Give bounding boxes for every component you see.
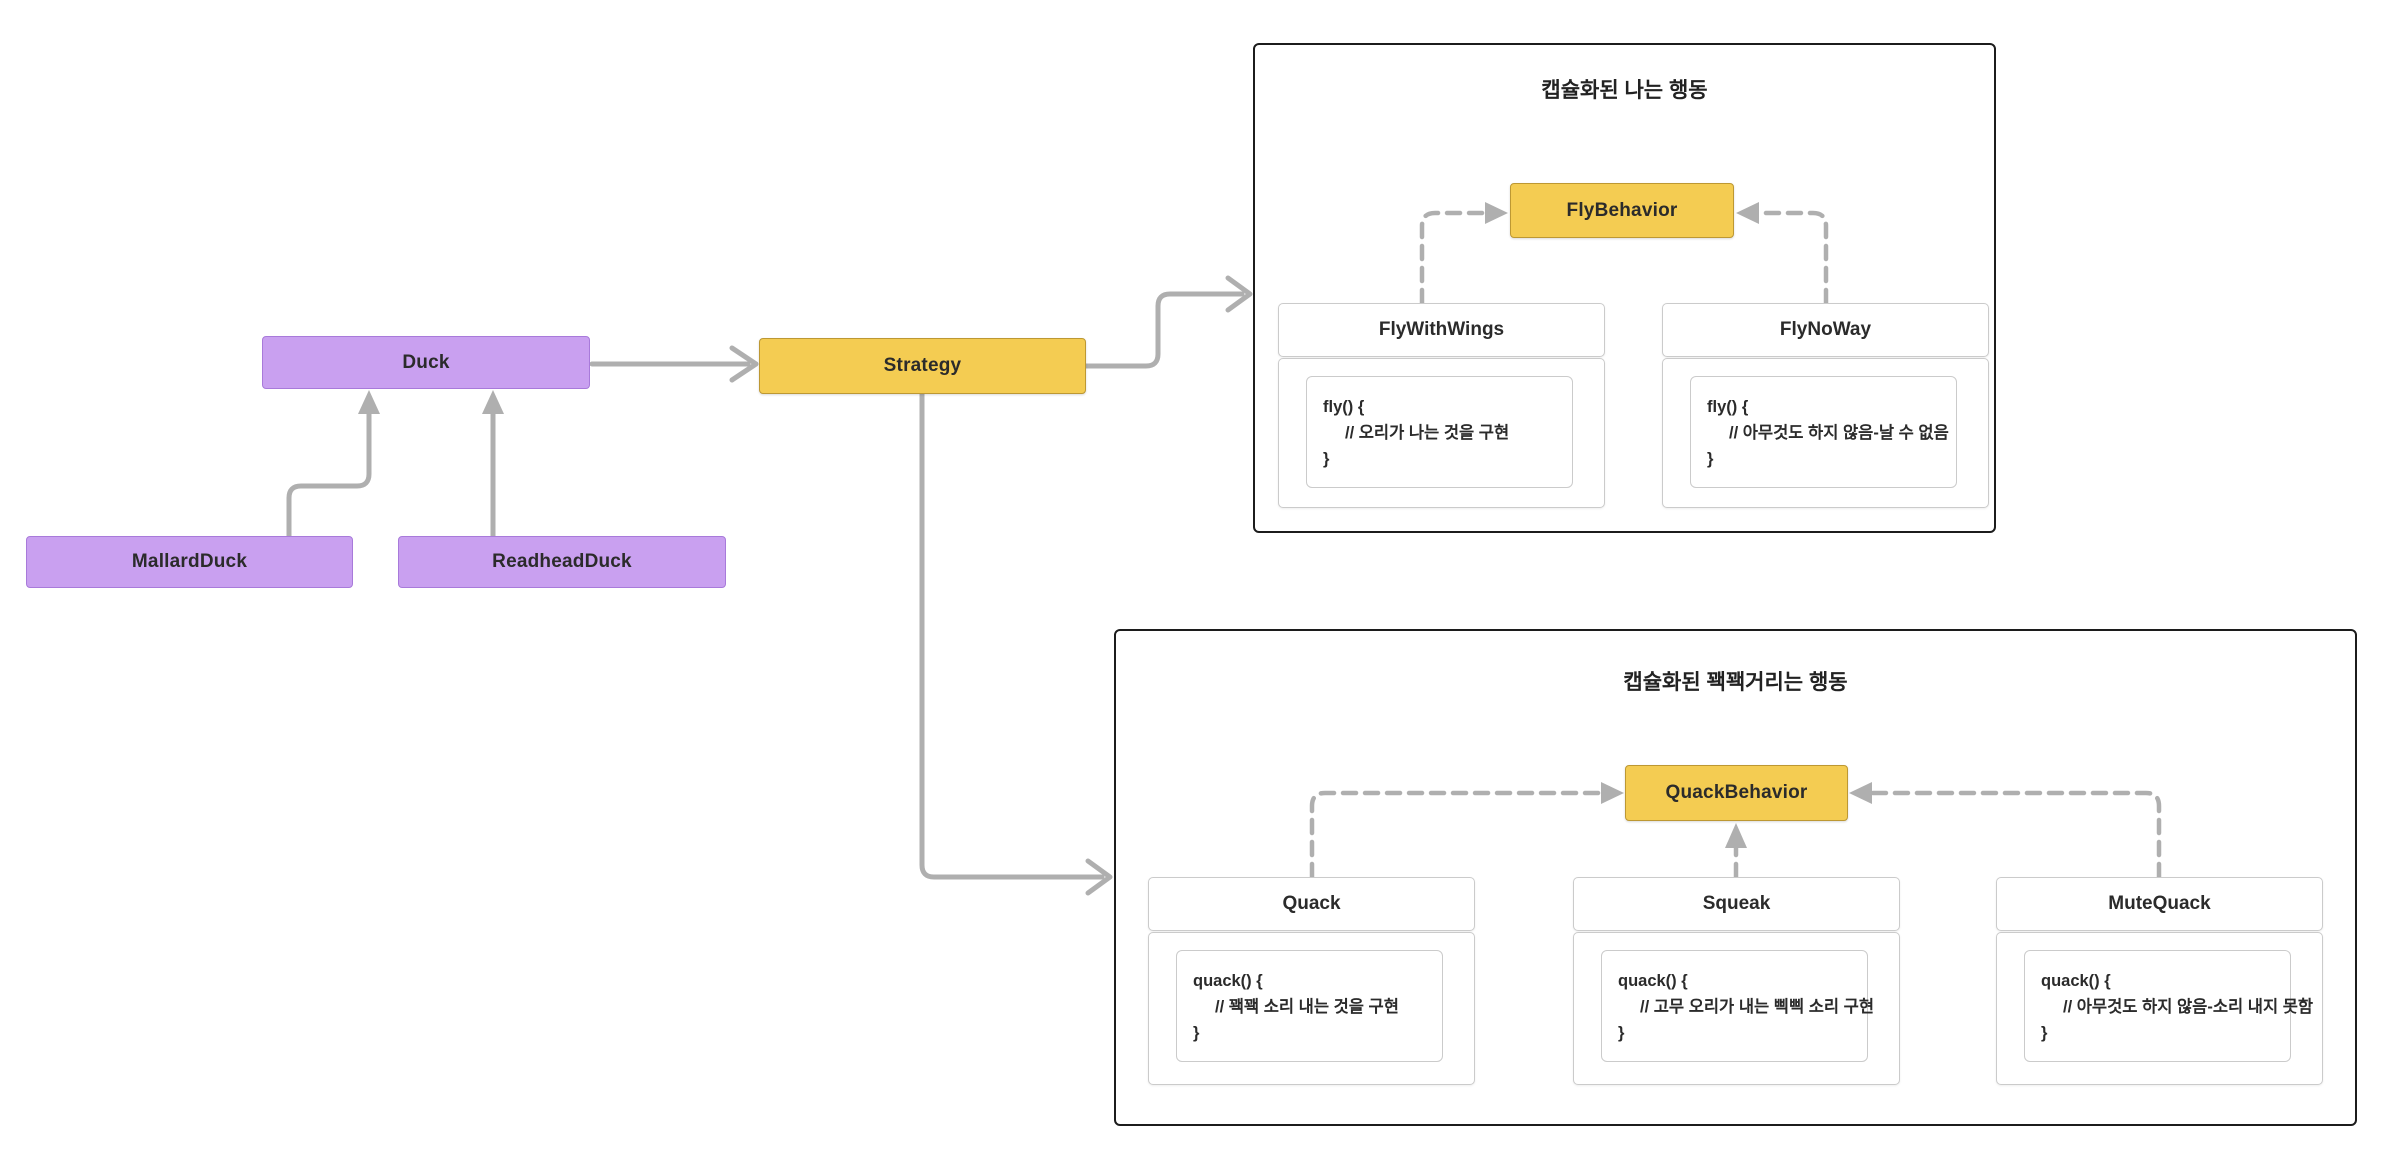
class-card-flynoway: FlyNoWay fly() { // 아무것도 하지 않음-날 수 없음 }: [1662, 303, 1989, 508]
code-box-mutequack: quack() { // 아무것도 하지 않음-소리 내지 못함 }: [2024, 950, 2314, 1062]
edge-mallard-to-duck: [286, 409, 372, 539]
class-card-quack: Quack quack() { // 꽥꽥 소리 내는 것을 구현 }: [1148, 877, 1475, 1085]
class-body-squeak: quack() { // 고무 오리가 내는 삑삑 소리 구현 }: [1573, 932, 1900, 1085]
class-body-flynoway: fly() { // 아무것도 하지 않음-날 수 없음 }: [1662, 358, 1989, 508]
code-box-quack: quack() { // 꽥꽥 소리 내는 것을 구현 }: [1176, 950, 1443, 1062]
code-comment: // 꽥꽥 소리 내는 것을 구현: [1215, 998, 1399, 1016]
class-name-quack: Quack: [1148, 877, 1475, 931]
edge-strategy-to-quack-panel: [919, 391, 1105, 880]
code-comment: // 오리가 나는 것을 구현: [1345, 424, 1510, 442]
code-comment: // 고무 오리가 내는 삑삑 소리 구현: [1640, 998, 1875, 1016]
quack-panel-title: 캡슐화된 꽥꽥거리는 행동: [1623, 671, 1848, 694]
class-body-mutequack: quack() { // 아무것도 하지 않음-소리 내지 못함 }: [1996, 932, 2323, 1085]
code-line: quack() {: [1193, 972, 1263, 990]
fly-behavior-panel: [1253, 43, 1996, 533]
class-name-flywithwings: FlyWithWings: [1278, 303, 1605, 357]
class-body-flywithwings: fly() { // 오리가 나는 것을 구현 }: [1278, 358, 1605, 508]
code-line: fly() {: [1707, 398, 1749, 416]
mallardduck-node: MallardDuck: [26, 536, 353, 588]
class-name-squeak: Squeak: [1573, 877, 1900, 931]
duck-node: Duck: [262, 336, 590, 389]
class-body-quack: quack() { // 꽥꽥 소리 내는 것을 구현 }: [1148, 932, 1475, 1085]
code-line: quack() {: [2041, 972, 2111, 990]
code-box-squeak: quack() { // 고무 오리가 내는 삑삑 소리 구현 }: [1601, 950, 1875, 1062]
class-card-mutequack: MuteQuack quack() { // 아무것도 하지 않음-소리 내지 …: [1996, 877, 2323, 1085]
quack-behavior-panel: [1114, 629, 2357, 1126]
quackbehavior-node: QuackBehavior: [1625, 765, 1848, 821]
class-name-mutequack: MuteQuack: [1996, 877, 2323, 931]
flybehavior-node: FlyBehavior: [1510, 183, 1734, 238]
arrowhead-strategy-to-quack-panel: [1085, 858, 1113, 896]
code-box-flywithwings: fly() { // 오리가 나는 것을 구현 }: [1306, 376, 1573, 488]
code-line: }: [1193, 1024, 1200, 1042]
readheadduck-node: ReadheadDuck: [398, 536, 726, 588]
arrowhead-mallard-to-duck: [358, 390, 380, 414]
strategy-node: Strategy: [759, 338, 1086, 394]
class-card-flywithwings: FlyWithWings fly() { // 오리가 나는 것을 구현 }: [1278, 303, 1605, 508]
fly-panel-title: 캡슐화된 나는 행동: [1541, 79, 1708, 102]
code-comment: // 아무것도 하지 않음-날 수 없음: [1729, 424, 1949, 442]
code-line: fly() {: [1323, 398, 1365, 416]
edge-strategy-to-fly-panel: [1083, 291, 1245, 369]
code-line: }: [1618, 1024, 1625, 1042]
arrowhead-duck-to-strategy: [729, 345, 759, 383]
code-line: }: [1707, 450, 1714, 468]
class-name-flynoway: FlyNoWay: [1662, 303, 1989, 357]
code-comment: // 아무것도 하지 않음-소리 내지 못함: [2063, 998, 2314, 1016]
code-box-flynoway: fly() { // 아무것도 하지 않음-날 수 없음 }: [1690, 376, 1957, 488]
code-line: }: [1323, 450, 1330, 468]
code-line: }: [2041, 1024, 2048, 1042]
code-line: quack() {: [1618, 972, 1688, 990]
arrowhead-strategy-to-fly-panel: [1225, 275, 1253, 313]
class-card-squeak: Squeak quack() { // 고무 오리가 내는 삑삑 소리 구현 }: [1573, 877, 1900, 1085]
arrowhead-readhead-to-duck: [482, 390, 504, 414]
